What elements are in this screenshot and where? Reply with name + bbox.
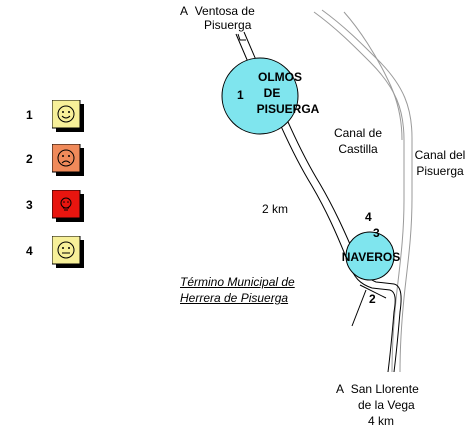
olmos-line1: OLMOS (258, 70, 302, 84)
canal-pisuerga-line2: Pisuerga (416, 164, 464, 178)
legend-item-1: 1 (26, 100, 106, 136)
north-direction: A (180, 4, 189, 18)
naveros-circle (345, 231, 395, 281)
road-branch-2 (359, 284, 387, 299)
marker-4: 4 (365, 210, 372, 224)
legend-item-3: 3 (26, 190, 106, 226)
warning-face-icon (52, 190, 84, 222)
happy-face-icon (52, 100, 84, 132)
south-direction: A (336, 382, 345, 396)
north-line1: Ventosa de (194, 4, 255, 18)
canal-pisuerga-line (313, 11, 405, 373)
naveros-label: NAVEROS (341, 250, 401, 264)
legend-item-4: 4 (26, 236, 106, 272)
legend-num-4: 4 (26, 244, 33, 258)
legend-num-2: 2 (26, 152, 33, 166)
legend-num-3: 3 (26, 198, 33, 212)
south-line1: San Llorente (350, 382, 419, 396)
north-direction-label: A Ventosa de (180, 4, 255, 18)
north-line2: Pisuerga (204, 18, 252, 32)
canal-castilla-line (343, 11, 403, 141)
distance-label: 2 km (262, 202, 289, 216)
municipality-line2: Herrera de Pisuerga (180, 291, 289, 305)
neutral-face-icon (52, 236, 84, 268)
canal-pisuerga-line1: Canal del (414, 148, 466, 162)
legend-num-1: 1 (26, 108, 33, 122)
olmos-circle (221, 57, 299, 135)
legend-item-2: 2 (26, 144, 106, 180)
marker-3: 3 (373, 226, 380, 240)
municipality-line1: Término Municipal de (180, 275, 295, 289)
marker-2: 2 (369, 292, 376, 306)
canal-castilla-line2: Castilla (338, 142, 378, 156)
south-line2: de la Vega (358, 398, 415, 412)
sad-face-icon (52, 144, 84, 176)
canal-castilla-line1: Canal de (333, 126, 383, 140)
municipality-label: Término Municipal de Herrera de Pisuerga (180, 274, 295, 306)
marker-1: 1 (237, 88, 244, 102)
road-branch (351, 289, 367, 327)
olmos-line3: PISUERGA (256, 102, 320, 116)
south-direction-label: A San Llorente (336, 382, 419, 396)
arrow-north (237, 33, 246, 41)
south-line3: 4 km (368, 414, 395, 428)
olmos-line2: DE (263, 86, 281, 100)
canal-pisuerga-line-inner (321, 9, 413, 373)
